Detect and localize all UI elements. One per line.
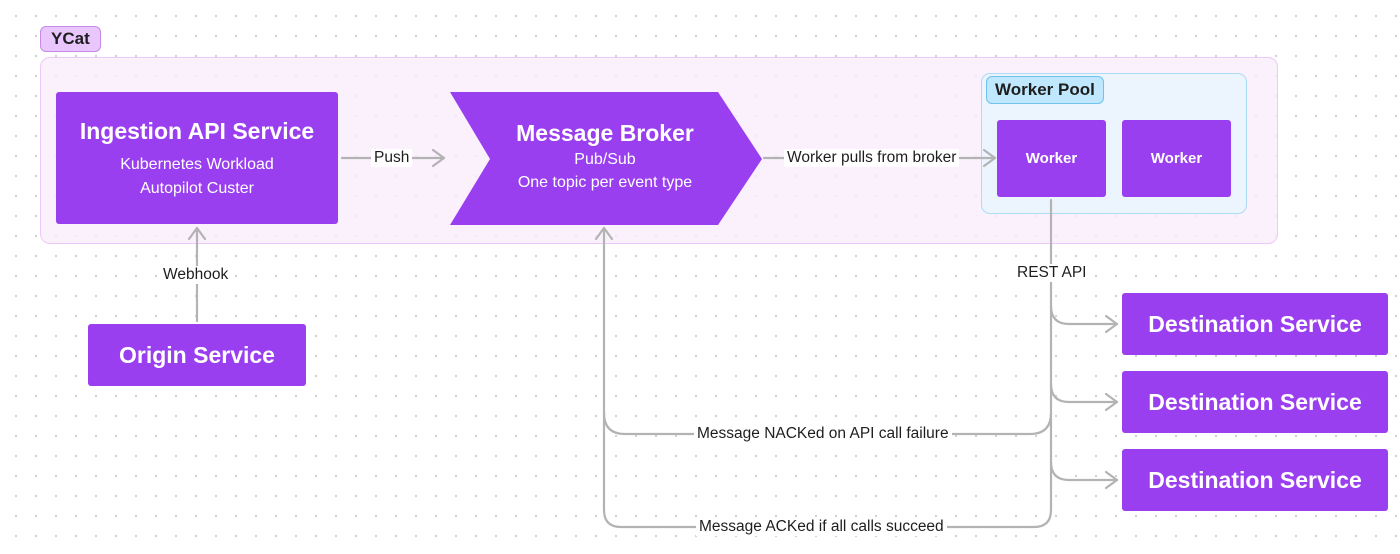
destination-service-node-2[interactable]: Destination Service <box>1122 371 1388 433</box>
destination-service-node-3[interactable]: Destination Service <box>1122 449 1388 511</box>
origin-service-node[interactable]: Origin Service <box>88 324 306 386</box>
push-arrowhead <box>431 148 446 168</box>
rest-api-trunk <box>602 198 1053 529</box>
webhook-label: Webhook <box>160 266 232 284</box>
destination-3-arrowhead <box>1104 470 1119 490</box>
destination-service-node-1[interactable]: Destination Service <box>1122 293 1388 355</box>
webhook-arrowhead <box>187 226 207 241</box>
destination-1-connector <box>1049 304 1119 326</box>
worker-pool-label: Worker Pool <box>986 76 1104 104</box>
message-broker-title: Message Broker <box>516 120 694 146</box>
worker-node-1[interactable]: Worker <box>997 120 1106 197</box>
destination-2-arrowhead <box>1104 392 1119 412</box>
worker-node-2[interactable]: Worker <box>1122 120 1231 197</box>
ingestion-api-service-node[interactable]: Ingestion API Service Kubernetes Workloa… <box>56 92 338 224</box>
worker-pulls-arrowhead <box>982 148 997 168</box>
message-broker-node: Message Broker Pub/Sub One topic per eve… <box>460 118 750 194</box>
ycat-section-label: YCat <box>40 26 101 52</box>
destination-1-arrowhead <box>1104 314 1119 334</box>
nack-label: Message NACKed on API call failure <box>694 425 952 443</box>
message-broker-shape[interactable] <box>448 92 764 226</box>
message-broker-line-2: One topic per event type <box>517 174 693 191</box>
ack-label: Message ACKed if all calls succeed <box>696 518 947 536</box>
message-broker-line-1: Pub/Sub <box>574 151 636 168</box>
ingestion-api-service-line-2: Autopilot Custer <box>140 180 254 197</box>
rest-api-label: REST API <box>1014 264 1090 282</box>
ingestion-api-service-title: Ingestion API Service <box>79 118 315 144</box>
broker-return-arrowhead <box>594 226 614 241</box>
push-label: Push <box>371 149 413 167</box>
ingestion-api-service-line-1: Kubernetes Workload <box>120 156 274 173</box>
destination-3-connector <box>1049 460 1119 482</box>
destination-2-connector <box>1049 382 1119 404</box>
worker-pulls-label: Worker pulls from broker <box>784 149 960 167</box>
